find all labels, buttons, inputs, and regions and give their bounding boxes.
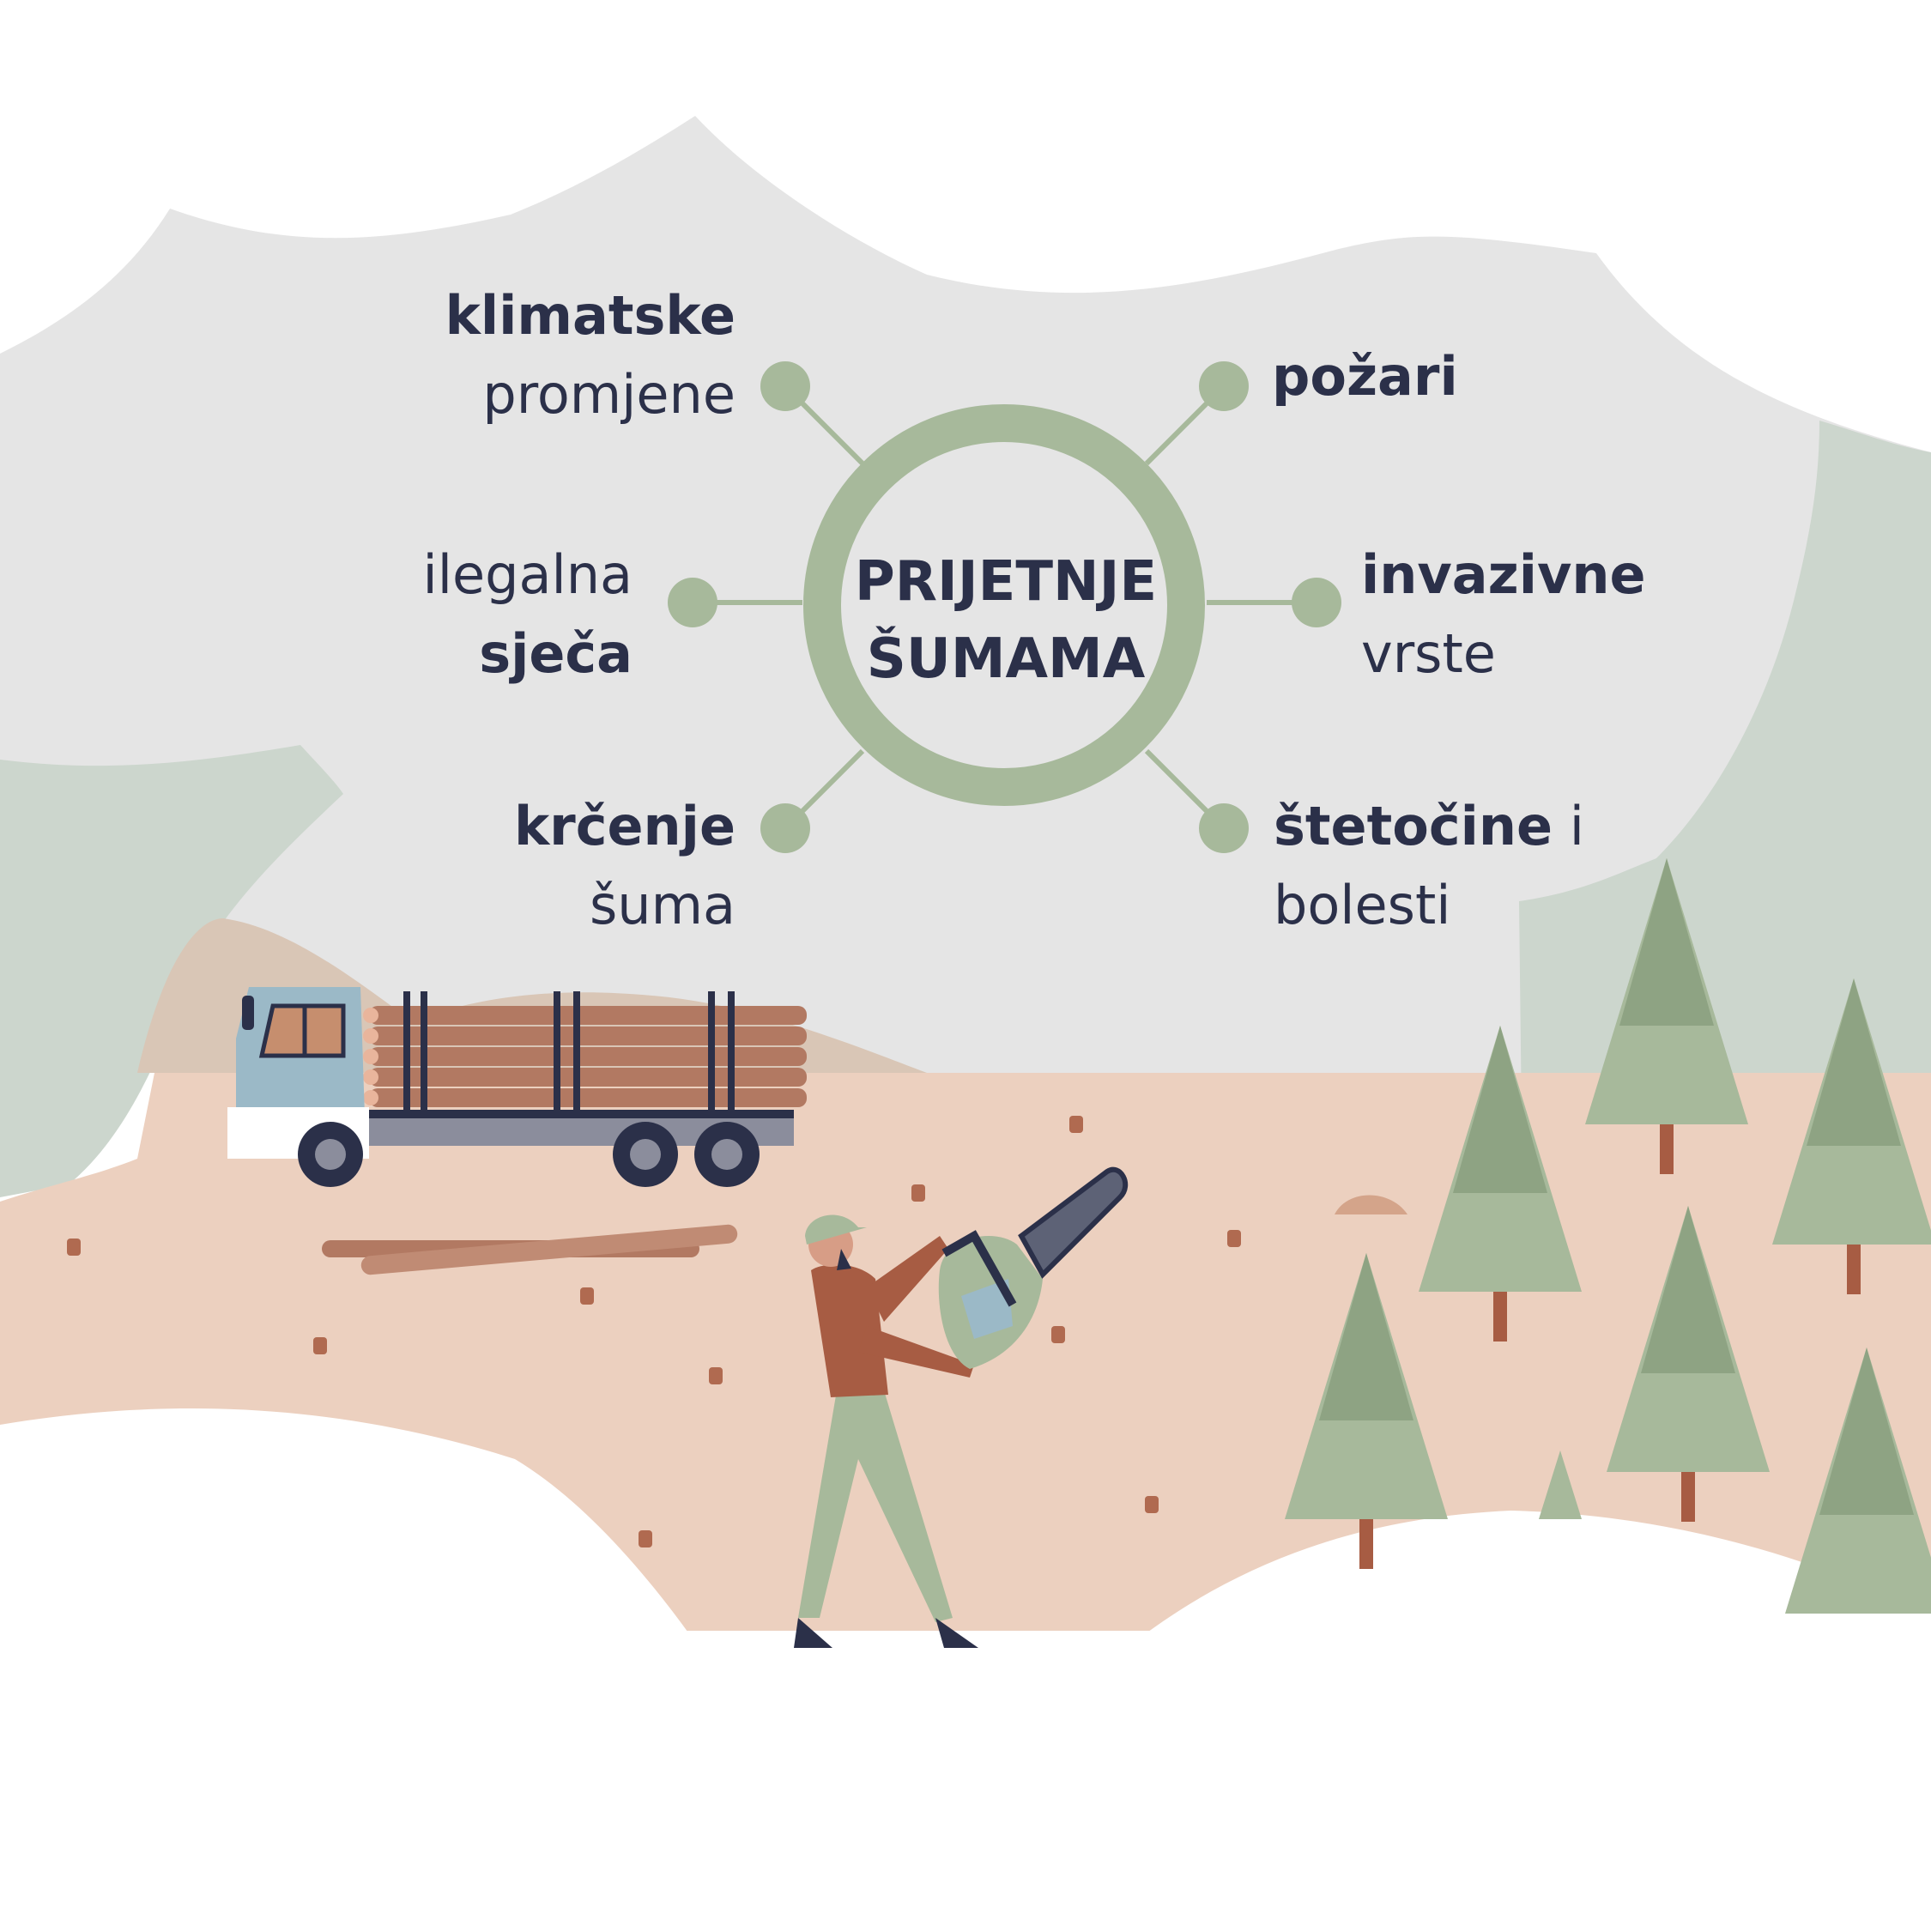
threat-pests-diseases: štetočine i bolesti bbox=[1274, 787, 1584, 945]
threat-invasive-bold: invazivne bbox=[1361, 543, 1646, 606]
threat-invasive-species: invazivne vrste bbox=[1361, 536, 1646, 693]
threat-illegal-logging: ilegalna sječa bbox=[423, 536, 633, 693]
threat-invasive-normal: vrste bbox=[1361, 622, 1496, 685]
center-title-line1: PRIJETNJE bbox=[854, 550, 1158, 614]
threat-fires-bold: požari bbox=[1272, 345, 1458, 408]
gray-sky-shape bbox=[0, 116, 1931, 1073]
threat-climate-change: klimatske promjene bbox=[445, 276, 735, 434]
lumberjack-with-chainsaw-icon bbox=[794, 1166, 1129, 1648]
threat-pests-suffix: i bbox=[1553, 795, 1584, 857]
threat-fires: požari bbox=[1272, 337, 1458, 416]
pine-tree-icon bbox=[1285, 858, 1931, 1614]
node-dots bbox=[668, 361, 1341, 853]
threat-deforestation: krčenje šuma bbox=[514, 787, 735, 945]
log-icon bbox=[322, 1224, 738, 1275]
logging-truck-icon bbox=[227, 987, 807, 1187]
threat-pests-normal: bolesti bbox=[1274, 874, 1451, 936]
threat-illegal-normal: ilegalna bbox=[422, 543, 633, 606]
bottom-white-cloud bbox=[0, 1408, 1931, 1932]
threat-clearing-bold: krčenje bbox=[513, 795, 735, 857]
threat-climate-bold: klimatske bbox=[445, 284, 735, 347]
center-title: PRIJETNJE ŠUMAMA bbox=[834, 543, 1177, 698]
threat-pests-bold: štetočine bbox=[1274, 795, 1553, 857]
threat-illegal-bold: sječa bbox=[479, 622, 633, 685]
tree-stump-icon bbox=[67, 1116, 1407, 1547]
center-ring bbox=[803, 404, 1205, 806]
threat-climate-normal: promjene bbox=[482, 363, 735, 426]
threat-clearing-normal: šuma bbox=[590, 874, 735, 936]
center-title-line2: ŠUMAMA bbox=[866, 627, 1146, 691]
